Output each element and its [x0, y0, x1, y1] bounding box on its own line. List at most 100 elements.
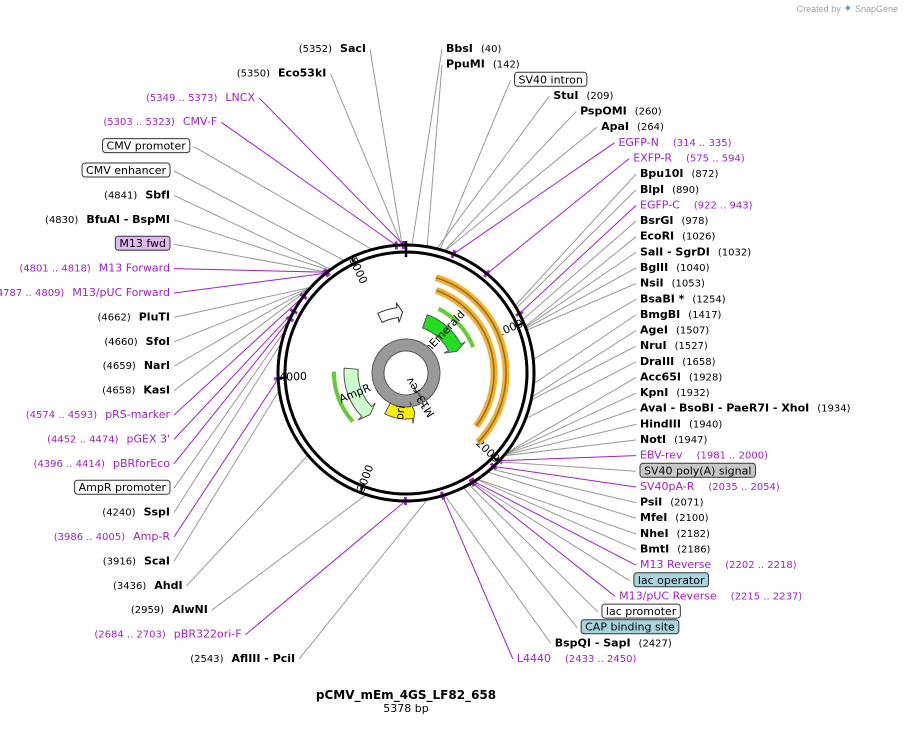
label-pluti: (4662)PluTI: [97, 310, 170, 323]
label-name: BspQI - SapI: [555, 636, 631, 649]
label-kasi: (4658)KasI: [102, 384, 170, 397]
label-lac-operator: lac operator: [633, 572, 710, 588]
leader-line: [519, 205, 637, 315]
feature-box: [114, 235, 171, 251]
label-name: SacI: [340, 42, 366, 55]
label-name: AhdI: [154, 579, 182, 592]
label-name: pRS-marker: [105, 408, 170, 421]
feature-box: [102, 138, 191, 154]
label-bglii: BglII(1040): [640, 261, 710, 274]
leader-line: [173, 170, 345, 262]
label-pos: (575 .. 594): [686, 153, 745, 164]
label-name: L4440: [517, 652, 551, 665]
label-m13-reverse: M13 Reverse(2202 .. 2218): [640, 558, 797, 571]
label-text: EGFP-C(922 .. 943): [640, 198, 753, 211]
label-text: (4240)SspI: [102, 506, 170, 519]
label-text: AgeI(1507): [640, 324, 709, 337]
snapgene-logo-icon: ✦: [843, 3, 853, 15]
label-name: BfuAI - BspMI: [86, 213, 170, 226]
leader-line: [524, 236, 637, 327]
label-text: (4659)NarI: [103, 359, 170, 372]
label-pos: (5350): [237, 68, 270, 79]
leader-line: [498, 461, 637, 472]
label-name: pGEX 3': [126, 432, 170, 445]
ruler-tick: [349, 255, 357, 266]
leader-line: [477, 478, 637, 535]
label-pos: (3436): [113, 581, 146, 592]
label-name: Bpu10I: [640, 167, 684, 180]
label-text: BmtI(2186): [640, 543, 711, 556]
label-sv40pa-r: SV40pA-R(2035 .. 2054): [640, 480, 780, 493]
label-pspomi: PspOMI(260): [580, 105, 662, 118]
label-apai: ApaI(264): [601, 120, 664, 133]
label-name: MfeI: [640, 511, 667, 524]
leader-line: [173, 286, 312, 318]
label-lac-promoter: lac promoter: [601, 603, 681, 619]
feature-box: [601, 603, 681, 619]
label-text: (4830) BfuAI - BspMI: [45, 213, 170, 226]
label-name: M13 Forward: [99, 262, 170, 275]
label-name: PluTI: [139, 310, 170, 323]
label-scai: (3916)ScaI: [103, 554, 170, 567]
label-text: (4801 .. 4818)M13 Forward: [19, 262, 170, 275]
label-text: EGFP-N(314 .. 335): [618, 136, 731, 149]
leader-line: [505, 377, 637, 455]
label-pos: (4830): [45, 215, 78, 226]
leader-line: [329, 73, 403, 246]
label-pos: (2959): [131, 605, 164, 616]
label-text: (4658)KasI: [102, 384, 170, 397]
label-text: (4574 .. 4593)pRS-marker: [26, 408, 171, 421]
label-pos: (2543): [190, 654, 223, 665]
leader-line: [442, 495, 514, 660]
leader-line: [173, 194, 332, 270]
leader-line: [186, 454, 309, 587]
label-text: (3916)ScaI: [103, 554, 170, 567]
leader-line: [533, 314, 637, 385]
label-ampr-promoter: AmpR promoter: [74, 479, 171, 495]
label-bsabi: BsaBI *(1254): [640, 292, 726, 305]
leader-line: [503, 439, 637, 457]
label-kpni: KpnI(1932): [640, 386, 710, 399]
leader-line: [436, 95, 550, 250]
label-name: pBR322ori-F: [174, 628, 242, 641]
leader-line: [173, 286, 311, 343]
label-name: CMV-F: [183, 115, 217, 128]
label-name: NsiI: [640, 277, 664, 290]
label-name: M13/pUC Reverse: [619, 589, 717, 602]
leader-line: [369, 48, 403, 246]
label-name: ScaI: [144, 554, 170, 567]
label-text: BsrGI(978): [640, 214, 708, 227]
leader-line: [525, 251, 637, 328]
label-text: BsaBI *(1254): [640, 292, 726, 305]
label-acc65i: Acc65I(1928): [640, 370, 722, 383]
feature-label: ori: [393, 405, 408, 421]
label-name: BsaBI *: [640, 292, 685, 305]
leader-line: [173, 342, 283, 513]
orf-arcs: [332, 274, 510, 445]
feature-name: AmpR promoter: [79, 481, 167, 494]
leader-line: [526, 283, 637, 331]
leader-line: [463, 487, 578, 629]
orf-arc-line: [435, 276, 507, 443]
leader-line: [245, 500, 406, 635]
label-lncx: (5349 .. 5373)LNCX: [146, 91, 255, 104]
leader-line: [468, 484, 599, 613]
leader-line: [258, 97, 404, 246]
leader-line: [426, 64, 443, 247]
label-text: EXFP-R(575 .. 594): [633, 151, 745, 164]
label-pos: (4658): [102, 386, 135, 397]
feature-box: [633, 572, 710, 588]
label-nsii: NsiI(1053): [640, 277, 705, 290]
label-name: M13 Reverse: [640, 558, 711, 571]
label-text: NsiI(1053): [640, 277, 705, 290]
label-blpi: BlpI(890): [640, 183, 699, 196]
label-pos: (5349 .. 5373): [146, 93, 218, 104]
label-leaders: [173, 48, 637, 660]
label-pos: (1032): [718, 247, 751, 258]
ruler-tick: [491, 454, 500, 464]
orf-arc: [332, 371, 355, 423]
label-saci: (5352)SacI: [299, 42, 366, 55]
label-pos: (890): [672, 185, 699, 196]
feature-name: SV40 poly(A) signal: [644, 464, 751, 477]
label-text: (4396 .. 4414)pBRforEco: [34, 457, 171, 470]
